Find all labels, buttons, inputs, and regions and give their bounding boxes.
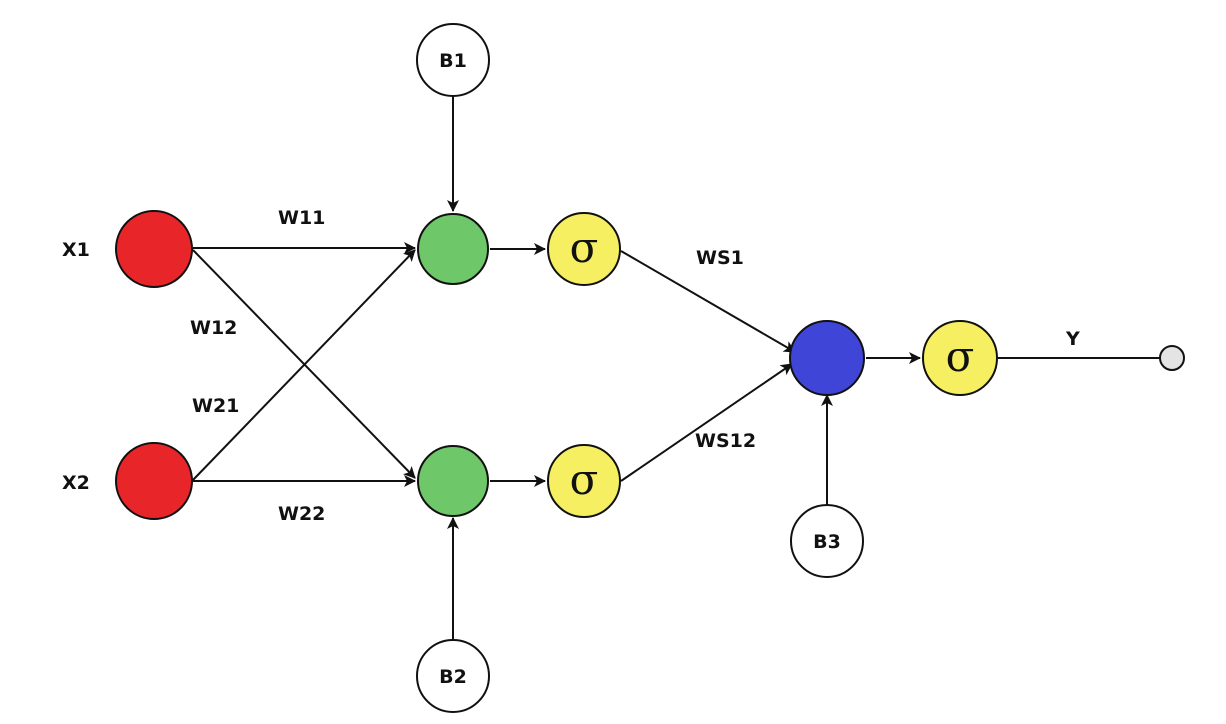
bias-node-b2 bbox=[416, 639, 490, 713]
weight-label-ws12: WS12 bbox=[695, 430, 756, 452]
activation-node-2 bbox=[547, 444, 621, 518]
activation-symbol-3: σ bbox=[946, 332, 975, 381]
activation-symbol-1: σ bbox=[570, 223, 599, 272]
weight-label-w11: W11 bbox=[278, 207, 325, 229]
input-label-x1: X1 bbox=[62, 239, 90, 261]
edge-sigma1-output bbox=[620, 250, 796, 353]
hidden-node-2 bbox=[417, 445, 489, 517]
output-label-y: Y bbox=[1065, 328, 1080, 350]
weight-label-w12: W12 bbox=[190, 317, 237, 339]
bias-node-b1 bbox=[416, 23, 490, 97]
bias-label-b1: B1 bbox=[439, 50, 467, 72]
edge-x2-h1 bbox=[192, 249, 416, 481]
hidden-node-1 bbox=[417, 213, 489, 285]
input-node-x2 bbox=[115, 442, 193, 520]
bias-label-b2: B2 bbox=[439, 666, 467, 688]
weight-label-ws1: WS1 bbox=[696, 247, 744, 269]
edge-sigma2-output bbox=[620, 363, 793, 482]
activation-symbol-2: σ bbox=[570, 455, 599, 504]
input-node-x1 bbox=[115, 210, 193, 288]
input-label-x2: X2 bbox=[62, 472, 90, 494]
bias-label-b3: B3 bbox=[813, 531, 841, 553]
terminal-node bbox=[1159, 345, 1185, 371]
weight-label-w22: W22 bbox=[278, 503, 325, 525]
weight-label-w21: W21 bbox=[192, 395, 239, 417]
output-node bbox=[789, 320, 865, 396]
activation-node-1 bbox=[547, 212, 621, 286]
bias-node-b3 bbox=[790, 504, 864, 578]
activation-node-3 bbox=[922, 320, 998, 396]
